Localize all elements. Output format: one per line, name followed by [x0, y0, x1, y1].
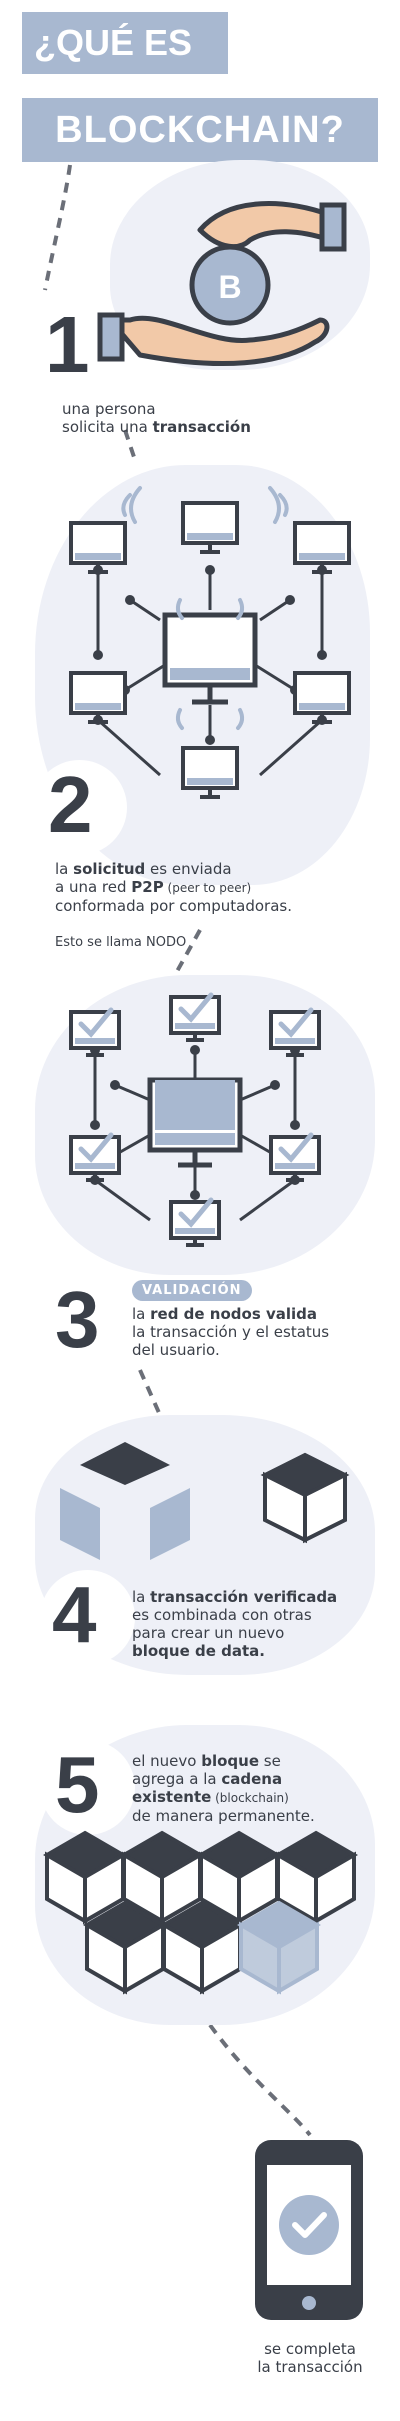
step-3-line-2: la transacción y el estatus	[132, 1323, 330, 1341]
s2-c: es enviada	[145, 860, 232, 878]
p2p-network-diagram	[69, 486, 351, 799]
step-1-line-2: solicita una transacción	[62, 418, 251, 436]
s5-f: existente	[132, 1788, 212, 1806]
step-5-line-1: el nuevo bloque se	[132, 1752, 315, 1770]
s5-c: se	[259, 1752, 281, 1770]
step-2-line-1: la solicitud es enviada	[55, 860, 292, 878]
phone-check-icon	[255, 2140, 363, 2320]
coin-letter: B	[218, 269, 241, 305]
s5-e: cadena	[221, 1770, 283, 1788]
s2-b: solicitud	[73, 860, 146, 878]
step-3-line-3: del usuario.	[132, 1341, 220, 1359]
step-3-line-1: la red de nodos valida	[132, 1305, 329, 1323]
step-2-line-3: conformada por computadoras.	[55, 897, 292, 915]
step-4-number-bg	[40, 1570, 135, 1665]
step-5-line-2: agrega a la cadena	[132, 1770, 315, 1788]
s2-e: P2P	[131, 878, 164, 896]
title-line-2: BLOCKCHAIN?	[22, 98, 378, 162]
title-text-1: ¿QUÉ ES	[34, 22, 193, 63]
step-5-text: el nuevo bloque se agrega a la cadena ex…	[132, 1752, 315, 1825]
s2-a: la	[55, 860, 74, 878]
validated-network-diagram	[0, 975, 400, 1275]
s4-b: transacción verificada	[150, 1588, 338, 1606]
step-3-number: 3	[55, 1275, 100, 1364]
s5-g: (blockchain)	[211, 1791, 289, 1805]
title-line-1: ¿QUÉ ES	[22, 12, 228, 74]
s2-f: (peer to peer)	[163, 881, 252, 895]
title-text-2: BLOCKCHAIN?	[55, 108, 345, 151]
block-cubes-icon	[60, 1442, 350, 1560]
validation-badge: VALIDACIÓN	[132, 1280, 252, 1301]
step-2-line-2: a una red P2P (peer to peer)	[55, 878, 292, 897]
blockchain-cubes-icon	[45, 1831, 356, 1993]
step-4-line-3: para crear un nuevo	[132, 1624, 285, 1642]
step-2-note: Esto se llama NODO	[55, 935, 187, 950]
final-line-2: la transacción	[257, 2358, 363, 2376]
step-5-line-4: de manera permanente.	[132, 1807, 315, 1825]
step-2-number-bg	[32, 760, 127, 855]
step-4-line-2: es combinada con otras	[132, 1606, 312, 1624]
step-1-number: 1	[45, 300, 90, 389]
step-4-text: la transacción verificada es combinada c…	[132, 1588, 337, 1660]
s5-d: agrega a la	[132, 1770, 222, 1788]
s4-a: la	[132, 1588, 151, 1606]
s5-a: el nuevo	[132, 1752, 202, 1770]
s5-b: bloque	[201, 1752, 260, 1770]
step-4-number: 4	[52, 1570, 97, 1659]
step-1-line-2b: transacción	[152, 418, 251, 436]
step-4-line-1: la transacción verificada	[132, 1588, 337, 1606]
step-5-line-3: existente (blockchain)	[132, 1788, 315, 1807]
step-2-number: 2	[48, 760, 93, 849]
step-3-number-bg	[40, 1275, 135, 1370]
s3-a: la	[132, 1305, 151, 1323]
step-5-number: 5	[55, 1740, 100, 1829]
step-3-text: la red de nodos valida la transacción y …	[132, 1305, 329, 1359]
final-line-1: se completa	[264, 2340, 356, 2358]
hands-coin-icon: B	[97, 201, 347, 367]
s4-e: bloque de data.	[132, 1642, 265, 1660]
s3-b: red de nodos valida	[150, 1305, 318, 1323]
step-4-line-4: bloque de data.	[132, 1642, 337, 1660]
step-1-text: una persona solicita una transacción	[62, 400, 251, 436]
step-2-text: la solicitud es enviada a una red P2P (p…	[55, 860, 292, 915]
step-1-line-2a: solicita una	[62, 418, 153, 436]
step-1-line-1: una persona	[62, 400, 156, 418]
step-5-number-bg	[40, 1740, 135, 1835]
s2-d: a una red	[55, 878, 132, 896]
final-text: se completa la transacción	[245, 2340, 375, 2376]
